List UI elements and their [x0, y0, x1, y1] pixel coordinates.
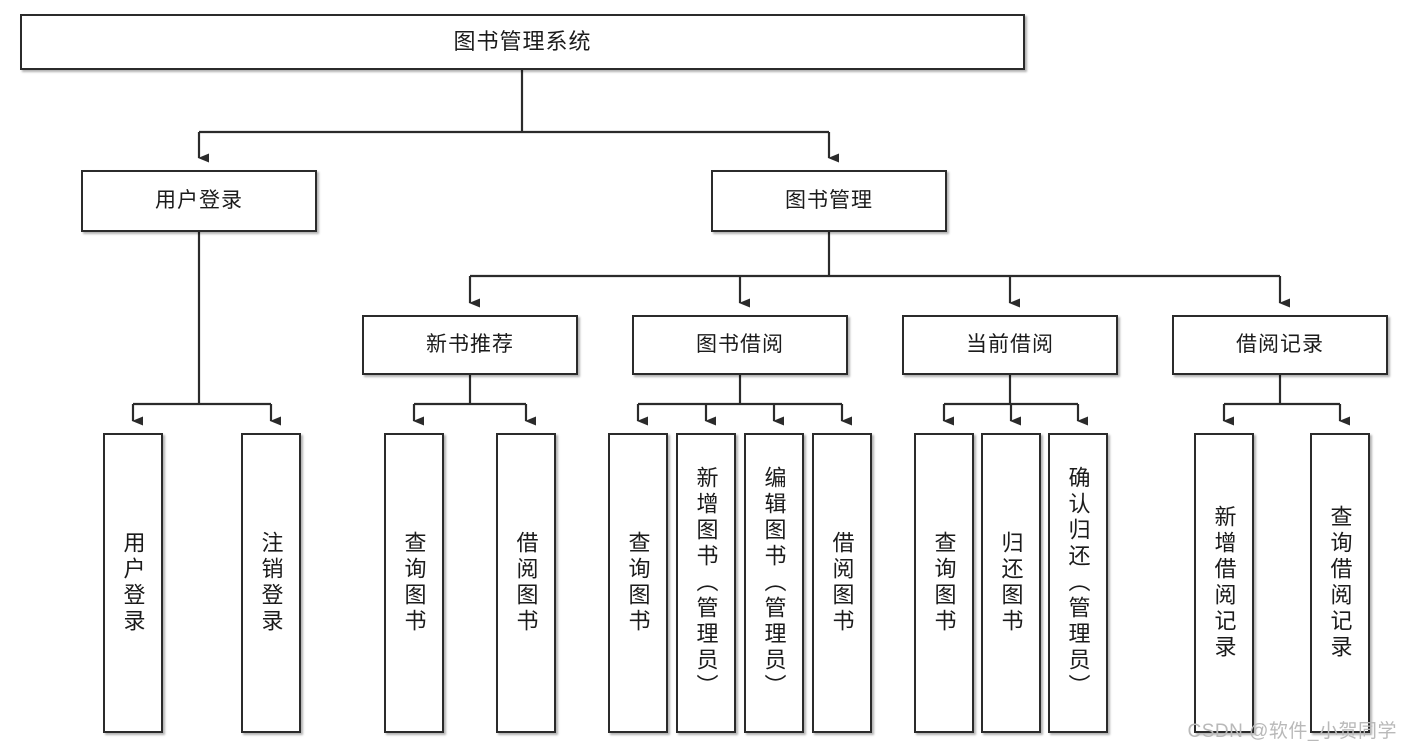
leaf-add-borrow-record[interactable]: 新增借阅记录 — [1194, 433, 1254, 733]
node-label: 新增借阅记录 — [1211, 505, 1237, 661]
node-label: 查询借阅记录 — [1327, 505, 1353, 661]
leaf-query-book-current[interactable]: 查询图书 — [914, 433, 974, 733]
csdn-watermark: CSDN @软件_小贺同学 — [1187, 721, 1397, 742]
leaf-borrow-book-recommend[interactable]: 借阅图书 — [496, 433, 556, 733]
node-root-system[interactable]: 图书管理系统 — [20, 14, 1025, 70]
node-label: 图书管理 — [785, 189, 873, 213]
node-label: 归还图书 — [998, 531, 1024, 635]
node-label: 图书管理系统 — [453, 28, 592, 54]
node-book-borrow[interactable]: 图书借阅 — [632, 315, 848, 375]
node-label: 查询图书 — [625, 531, 651, 635]
leaf-user-login[interactable]: 用户登录 — [103, 433, 163, 733]
node-label: 新书推荐 — [426, 333, 514, 357]
node-label: 编辑图书（管理员） — [761, 466, 787, 700]
node-current-borrow[interactable]: 当前借阅 — [902, 315, 1118, 375]
node-label: 当前借阅 — [966, 333, 1054, 357]
node-label: 确认归还（管理员） — [1065, 466, 1091, 700]
node-label: 查询图书 — [401, 531, 427, 635]
leaf-query-borrow-record[interactable]: 查询借阅记录 — [1310, 433, 1370, 733]
leaf-query-book-recommend[interactable]: 查询图书 — [384, 433, 444, 733]
node-user-login[interactable]: 用户登录 — [81, 170, 317, 232]
node-label: 用户登录 — [155, 189, 243, 213]
leaf-edit-book-admin[interactable]: 编辑图书（管理员） — [744, 433, 804, 733]
node-label: 借阅图书 — [829, 531, 855, 635]
node-book-management[interactable]: 图书管理 — [711, 170, 947, 232]
node-label: 用户登录 — [120, 531, 146, 635]
node-label: 查询图书 — [931, 531, 957, 635]
node-label: 图书借阅 — [696, 333, 784, 357]
node-label: 注销登录 — [258, 531, 284, 635]
node-new-book-recommend[interactable]: 新书推荐 — [362, 315, 578, 375]
leaf-user-logout[interactable]: 注销登录 — [241, 433, 301, 733]
leaf-confirm-return-admin[interactable]: 确认归还（管理员） — [1048, 433, 1108, 733]
node-label: 借阅图书 — [513, 531, 539, 635]
leaf-add-book-admin[interactable]: 新增图书（管理员） — [676, 433, 736, 733]
node-borrow-record[interactable]: 借阅记录 — [1172, 315, 1388, 375]
node-label: 借阅记录 — [1236, 333, 1324, 357]
leaf-query-book-borrow[interactable]: 查询图书 — [608, 433, 668, 733]
node-label: 新增图书（管理员） — [693, 466, 719, 700]
leaf-borrow-book[interactable]: 借阅图书 — [812, 433, 872, 733]
leaf-return-book[interactable]: 归还图书 — [981, 433, 1041, 733]
